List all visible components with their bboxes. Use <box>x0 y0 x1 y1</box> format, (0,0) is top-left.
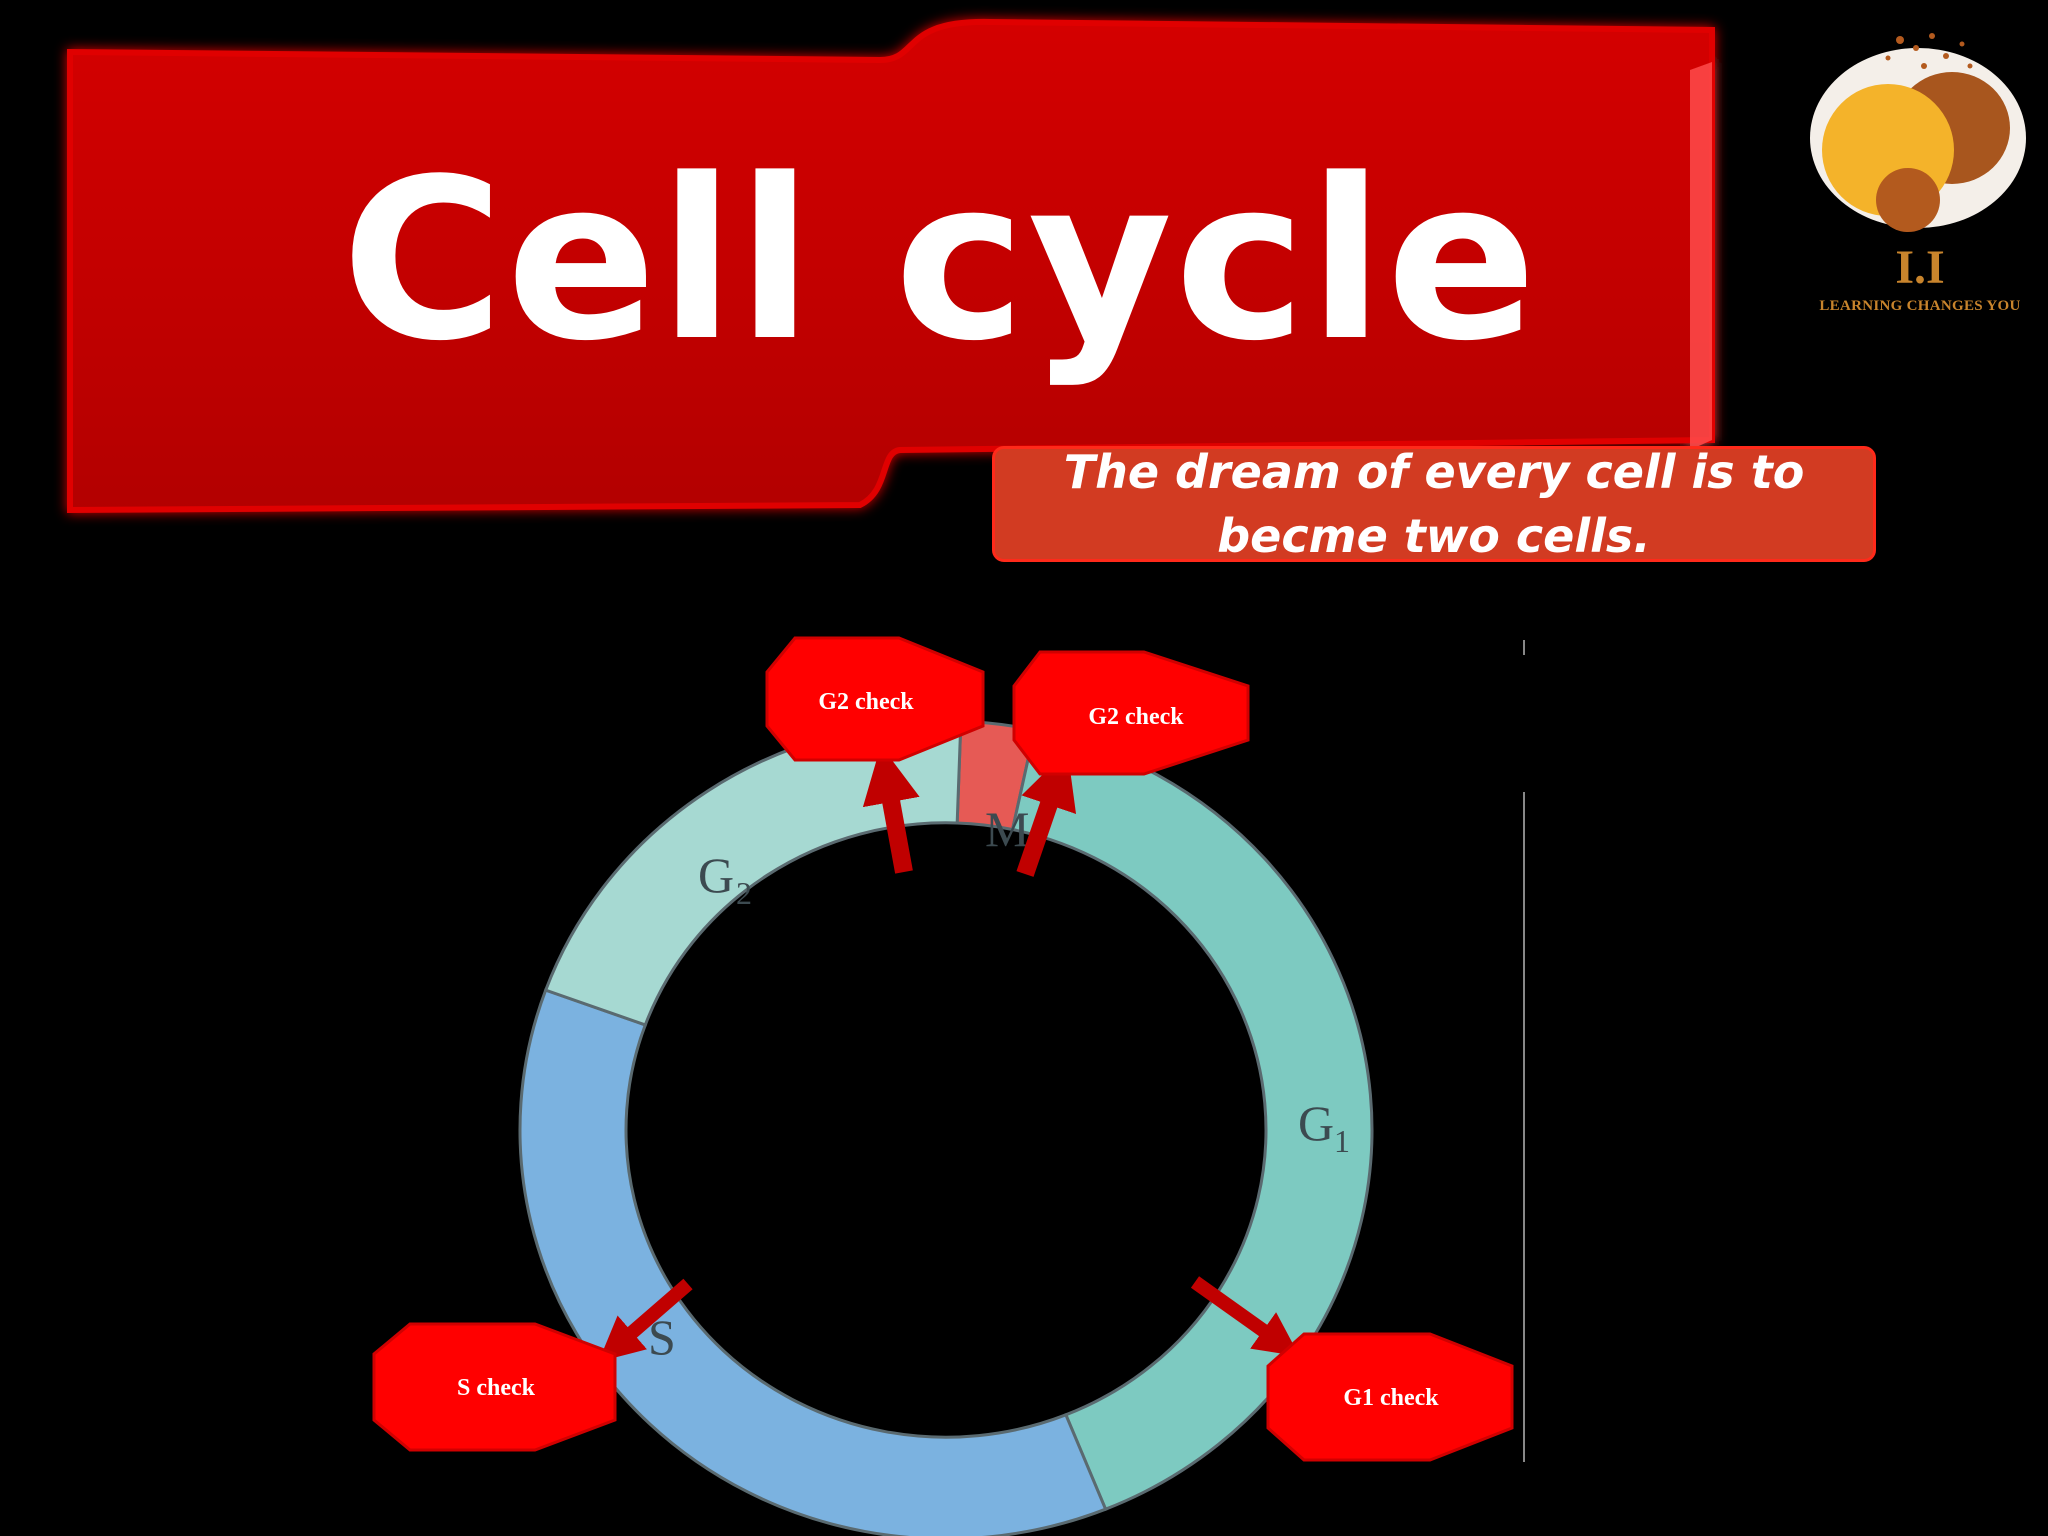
checkpoint-g2-left-label: G2 check <box>818 689 914 715</box>
phase-label-g2: G <box>698 847 734 903</box>
checkpoint-g1-label: G1 check <box>1343 1385 1439 1411</box>
checkpoint-arrows <box>598 745 1300 1362</box>
quote-text: The dream of every cell is to becme two … <box>1063 445 1805 563</box>
checkpoints: G2 check G2 check S check G1 check <box>372 636 1514 1462</box>
logo-mark: I.I <box>1895 241 1945 294</box>
arrow-g2-right <box>1016 750 1077 877</box>
phase-s-segment <box>518 988 1108 1536</box>
quote-box: The dream of every cell is to becme two … <box>992 445 1876 563</box>
page-title: Cell cycle <box>341 132 1539 390</box>
phase-sub-g2: 2 <box>736 875 752 911</box>
title-banner <box>67 18 1715 514</box>
phase-label-g1: G <box>1298 1095 1334 1151</box>
logo-tagline: LEARNING CHANGES YOU <box>1819 298 2021 314</box>
checkpoint-g2-right-label: G2 check <box>1088 704 1184 730</box>
checkpoint-s: S check <box>372 1322 617 1452</box>
phase-label-m: M <box>985 801 1029 857</box>
arrow-g2-left <box>862 745 920 874</box>
checkpoint-s-label: S check <box>457 1375 536 1401</box>
checkpoint-g2-left: G2 check <box>765 636 985 762</box>
phase-sub-g1: 1 <box>1334 1123 1350 1159</box>
logo-icon <box>1810 33 2026 232</box>
checkpoint-g1: G1 check <box>1266 1332 1514 1462</box>
arrow-g1 <box>1190 1276 1300 1357</box>
checkpoint-g2-right: G2 check <box>1012 650 1250 776</box>
arrow-s <box>598 1278 693 1362</box>
